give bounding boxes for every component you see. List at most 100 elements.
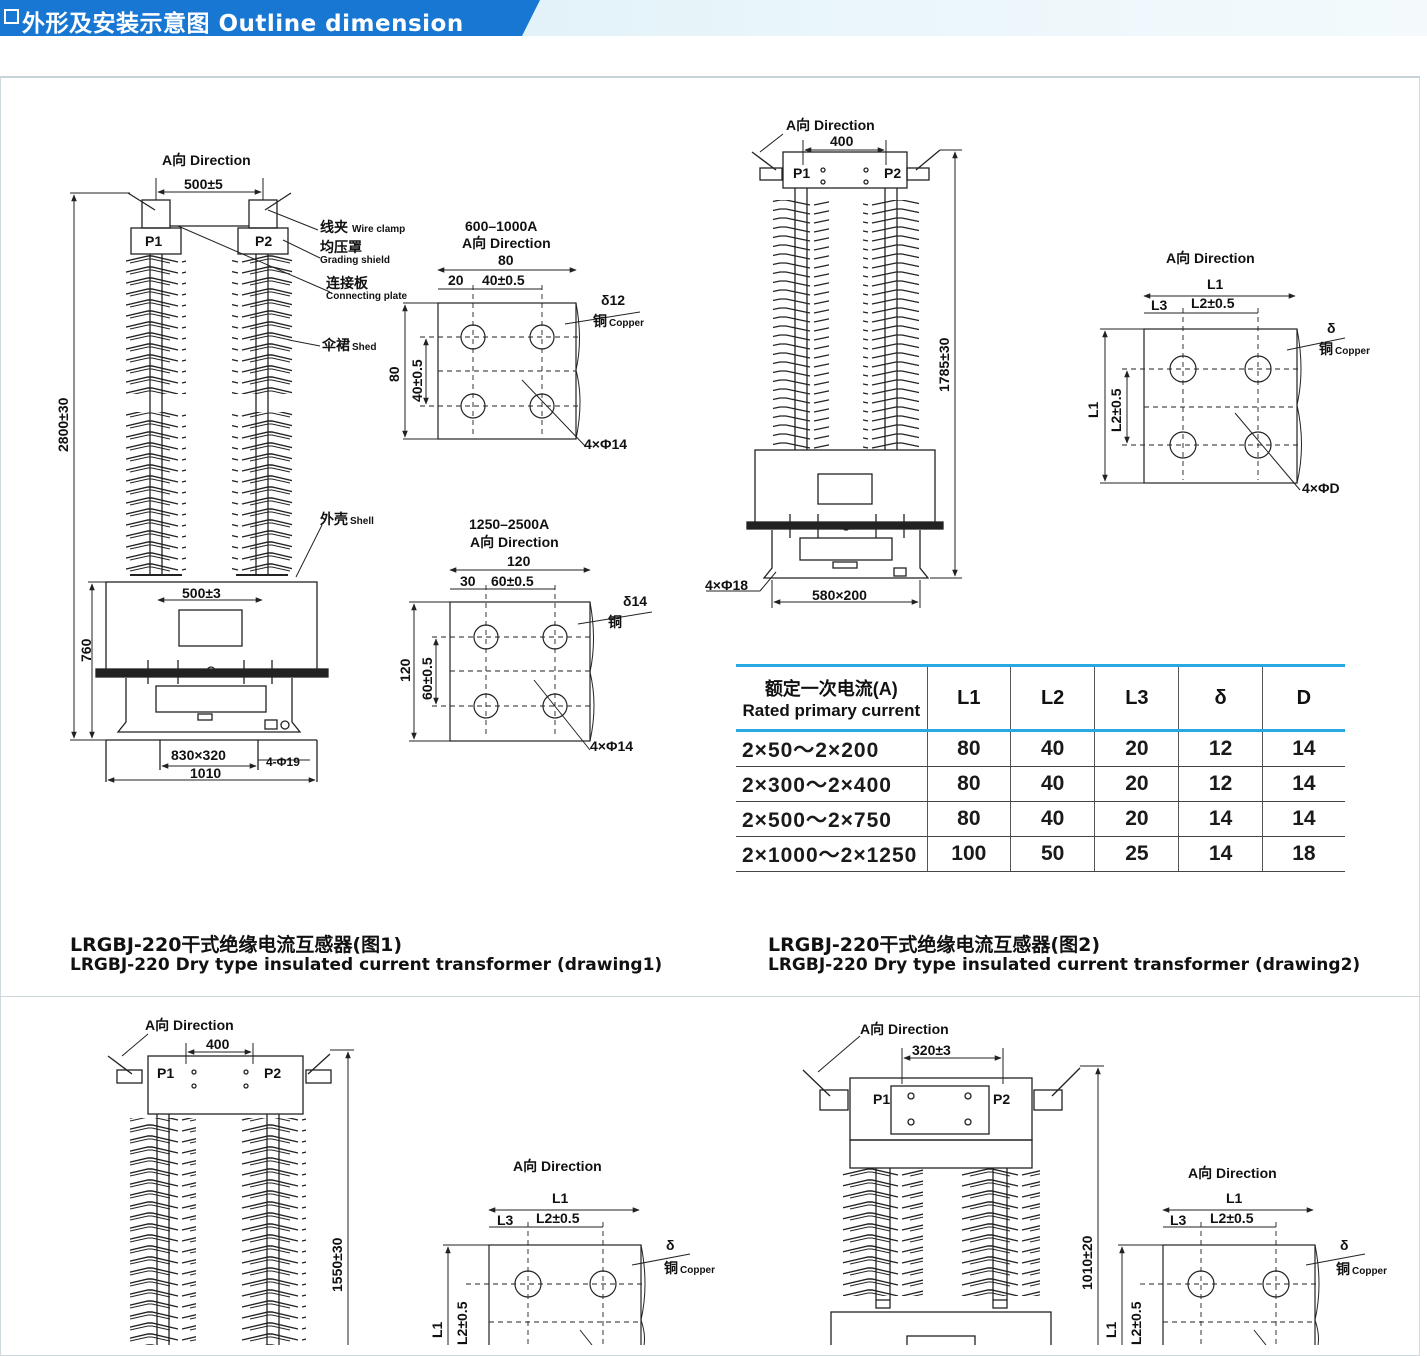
drawing3-head-block [147, 1055, 304, 1115]
drawing3-main-view [107, 1053, 332, 1345]
drawing4-detail-material: 铜 [1336, 1261, 1350, 1277]
drawing1-a-direction: A向 Direction [162, 152, 251, 168]
drawing3-detail-hole [514, 1270, 542, 1298]
drawing1-p2: P2 [255, 233, 272, 249]
drawing2-dim-top: 400 [830, 133, 854, 149]
drawing4-main-view [802, 1067, 1081, 1345]
table-cell-d: 14 [1261, 801, 1345, 837]
drawing1-label-connecting-plate-en: Connecting plate [326, 291, 408, 302]
drawing1-flange [95, 668, 329, 678]
drawing3-shed-left [130, 1118, 196, 1345]
detail-a-dim-l3: 20 [448, 272, 464, 288]
drawing4-detail-direction: A向 Direction [1188, 1165, 1277, 1181]
table-cell-l3: 20 [1094, 730, 1179, 767]
detail-b-dim-width: 120 [507, 553, 531, 569]
drawing3-detail-l1-vertical: L1 [429, 1321, 445, 1338]
table-cell-l2: 50 [1010, 836, 1095, 872]
table-cell-delta: 12 [1178, 766, 1263, 802]
detail-a-current: 600–1000A [465, 218, 537, 234]
detail-b-dim-height: 120 [397, 658, 413, 682]
table-header-en: Rated primary current [742, 701, 921, 720]
drawing1-labels: A向 Direction 500±5 P1 P2 线夹 Wire clamp 均… [55, 152, 408, 781]
table-cell-l2: 40 [1010, 766, 1095, 802]
detail-b-current: 1250–2500A [469, 516, 549, 532]
drawing2-detail-l2: L2±0.5 [1191, 295, 1235, 311]
drawing2-caption-cn: LRGBJ-220干式绝缘电流互感器(图2) [768, 934, 1101, 956]
drawing3-detail-thickness: δ [666, 1237, 675, 1253]
drawing3-p1: P1 [157, 1065, 174, 1081]
drawing1-p1: P1 [145, 233, 162, 249]
drawing4-detail-plate [1162, 1244, 1316, 1345]
table-cell-current: 2×50～2×200 [736, 730, 928, 767]
detail-b-direction: A向 Direction [470, 534, 559, 550]
drawing2-shed-right [863, 200, 919, 450]
drawing2-p1: P1 [793, 165, 810, 181]
detail-b-hole [542, 624, 568, 650]
drawing2-detail-l1: L1 [1207, 276, 1224, 292]
drawing1-dim-base: 830×320 [171, 747, 226, 763]
drawing2-detail-l3: L3 [1151, 297, 1168, 313]
table-header-l2: L2 [1010, 664, 1095, 732]
table-header-current: 额定一次电流(A) Rated primary current [736, 664, 928, 732]
table-cell-delta: 14 [1178, 801, 1263, 837]
drawing4-detail-material-en: Copper [1352, 1266, 1387, 1277]
drawing1-shed-left-upper [126, 254, 186, 394]
table-cell-l1: 80 [926, 801, 1011, 837]
drawing2-a-direction: A向 Direction [786, 117, 875, 133]
table-header-l3: L3 [1094, 664, 1179, 732]
drawing4-a-direction: A向 Direction [860, 1021, 949, 1037]
drawing1-base [116, 678, 302, 733]
drawing1-caption-en: LRGBJ-220 Dry type insulated current tra… [70, 955, 663, 975]
drawing1-detail-b-labels: 1250–2500A A向 Direction 120 30 60±0.5 δ1… [397, 516, 647, 754]
drawing3-dim-top: 400 [206, 1036, 230, 1052]
drawing4-p2: P2 [993, 1091, 1010, 1107]
detail-b-dim-l3: 30 [460, 573, 476, 589]
drawing1-detail-a-labels: 600–1000A A向 Direction 80 20 40±0.5 δ12 … [386, 218, 644, 452]
table-header-d: D [1261, 664, 1345, 732]
drawing1-label-connecting-plate: 连接板 [326, 275, 369, 291]
table-cell-d: 14 [1261, 766, 1345, 802]
drawing2-detail-material-en: Copper [1335, 346, 1370, 357]
table-cell-delta: 12 [1178, 730, 1263, 767]
table-cell-l1: 100 [926, 836, 1011, 872]
drawing3-labels: A向 Direction 400 P1 P2 1550±30 [145, 1017, 345, 1292]
drawing4-detail [1118, 1207, 1366, 1345]
drawing3-detail-material: 铜 [664, 1260, 678, 1276]
detail-a-hole [460, 324, 486, 350]
drawing2-detail-labels: A向 Direction L1 L3 L2±0.5 δ 铜 Copper 4×Φ… [1085, 250, 1370, 496]
drawing2-dim-base: 580×200 [812, 587, 867, 603]
table-cell-l3: 25 [1094, 836, 1179, 872]
drawing1-label-shed: 伞裙 [321, 337, 350, 353]
drawing1-label-wire-clamp-en: Wire clamp [352, 224, 405, 235]
drawing3-detail-direction: A向 Direction [513, 1158, 602, 1174]
header-checkbox-icon [4, 9, 19, 24]
drawing3-detail-material-en: Copper [680, 1265, 715, 1276]
drawing1-caption-cn: LRGBJ-220干式绝缘电流互感器(图1) [70, 934, 403, 956]
drawing2-flange [746, 521, 944, 530]
drawing3-detail [443, 1207, 691, 1345]
drawing3-shed-right [240, 1118, 306, 1345]
table-cell-d: 18 [1261, 836, 1345, 872]
drawing1-label-shell: 外壳 [320, 511, 348, 527]
table-cell-l1: 80 [926, 730, 1011, 767]
detail-a-dim-l2v: 40±0.5 [409, 359, 425, 402]
header-title-bar [0, 0, 540, 36]
drawing2-detail-holes: 4×ΦD [1302, 480, 1340, 496]
drawing2-labels: A向 Direction 400 P1 P2 4×Φ18 580×200 178… [705, 117, 952, 603]
detail-b-holes: 4×Φ14 [590, 738, 633, 754]
drawing1-label-grading-shield-en: Grading shield [320, 255, 390, 266]
drawing2-shell-box [754, 449, 936, 525]
drawing3-detail-l3: L3 [497, 1212, 514, 1228]
detail-b-material: 铜 [608, 614, 622, 630]
table-cell-delta: 14 [1178, 836, 1263, 872]
drawing3-detail-l1: L1 [552, 1190, 569, 1206]
drawing3-detail-l2: L2±0.5 [536, 1210, 580, 1226]
drawing4-detail-labels: A向 Direction L1 L3 L2±0.5 δ 铜 Copper L1 … [1103, 1165, 1387, 1345]
table-cell-current: 2×500～2×750 [736, 801, 928, 837]
drawing2-detail-l2-vertical: L2±0.5 [1108, 388, 1124, 432]
table-header-l1: L1 [926, 664, 1011, 732]
table-cell-d: 14 [1261, 730, 1345, 767]
drawing3-p2: P2 [264, 1065, 281, 1081]
table-row: 2×50～2×200 80 40 20 12 14 [736, 730, 1345, 767]
table-cell-l3: 20 [1094, 766, 1179, 802]
